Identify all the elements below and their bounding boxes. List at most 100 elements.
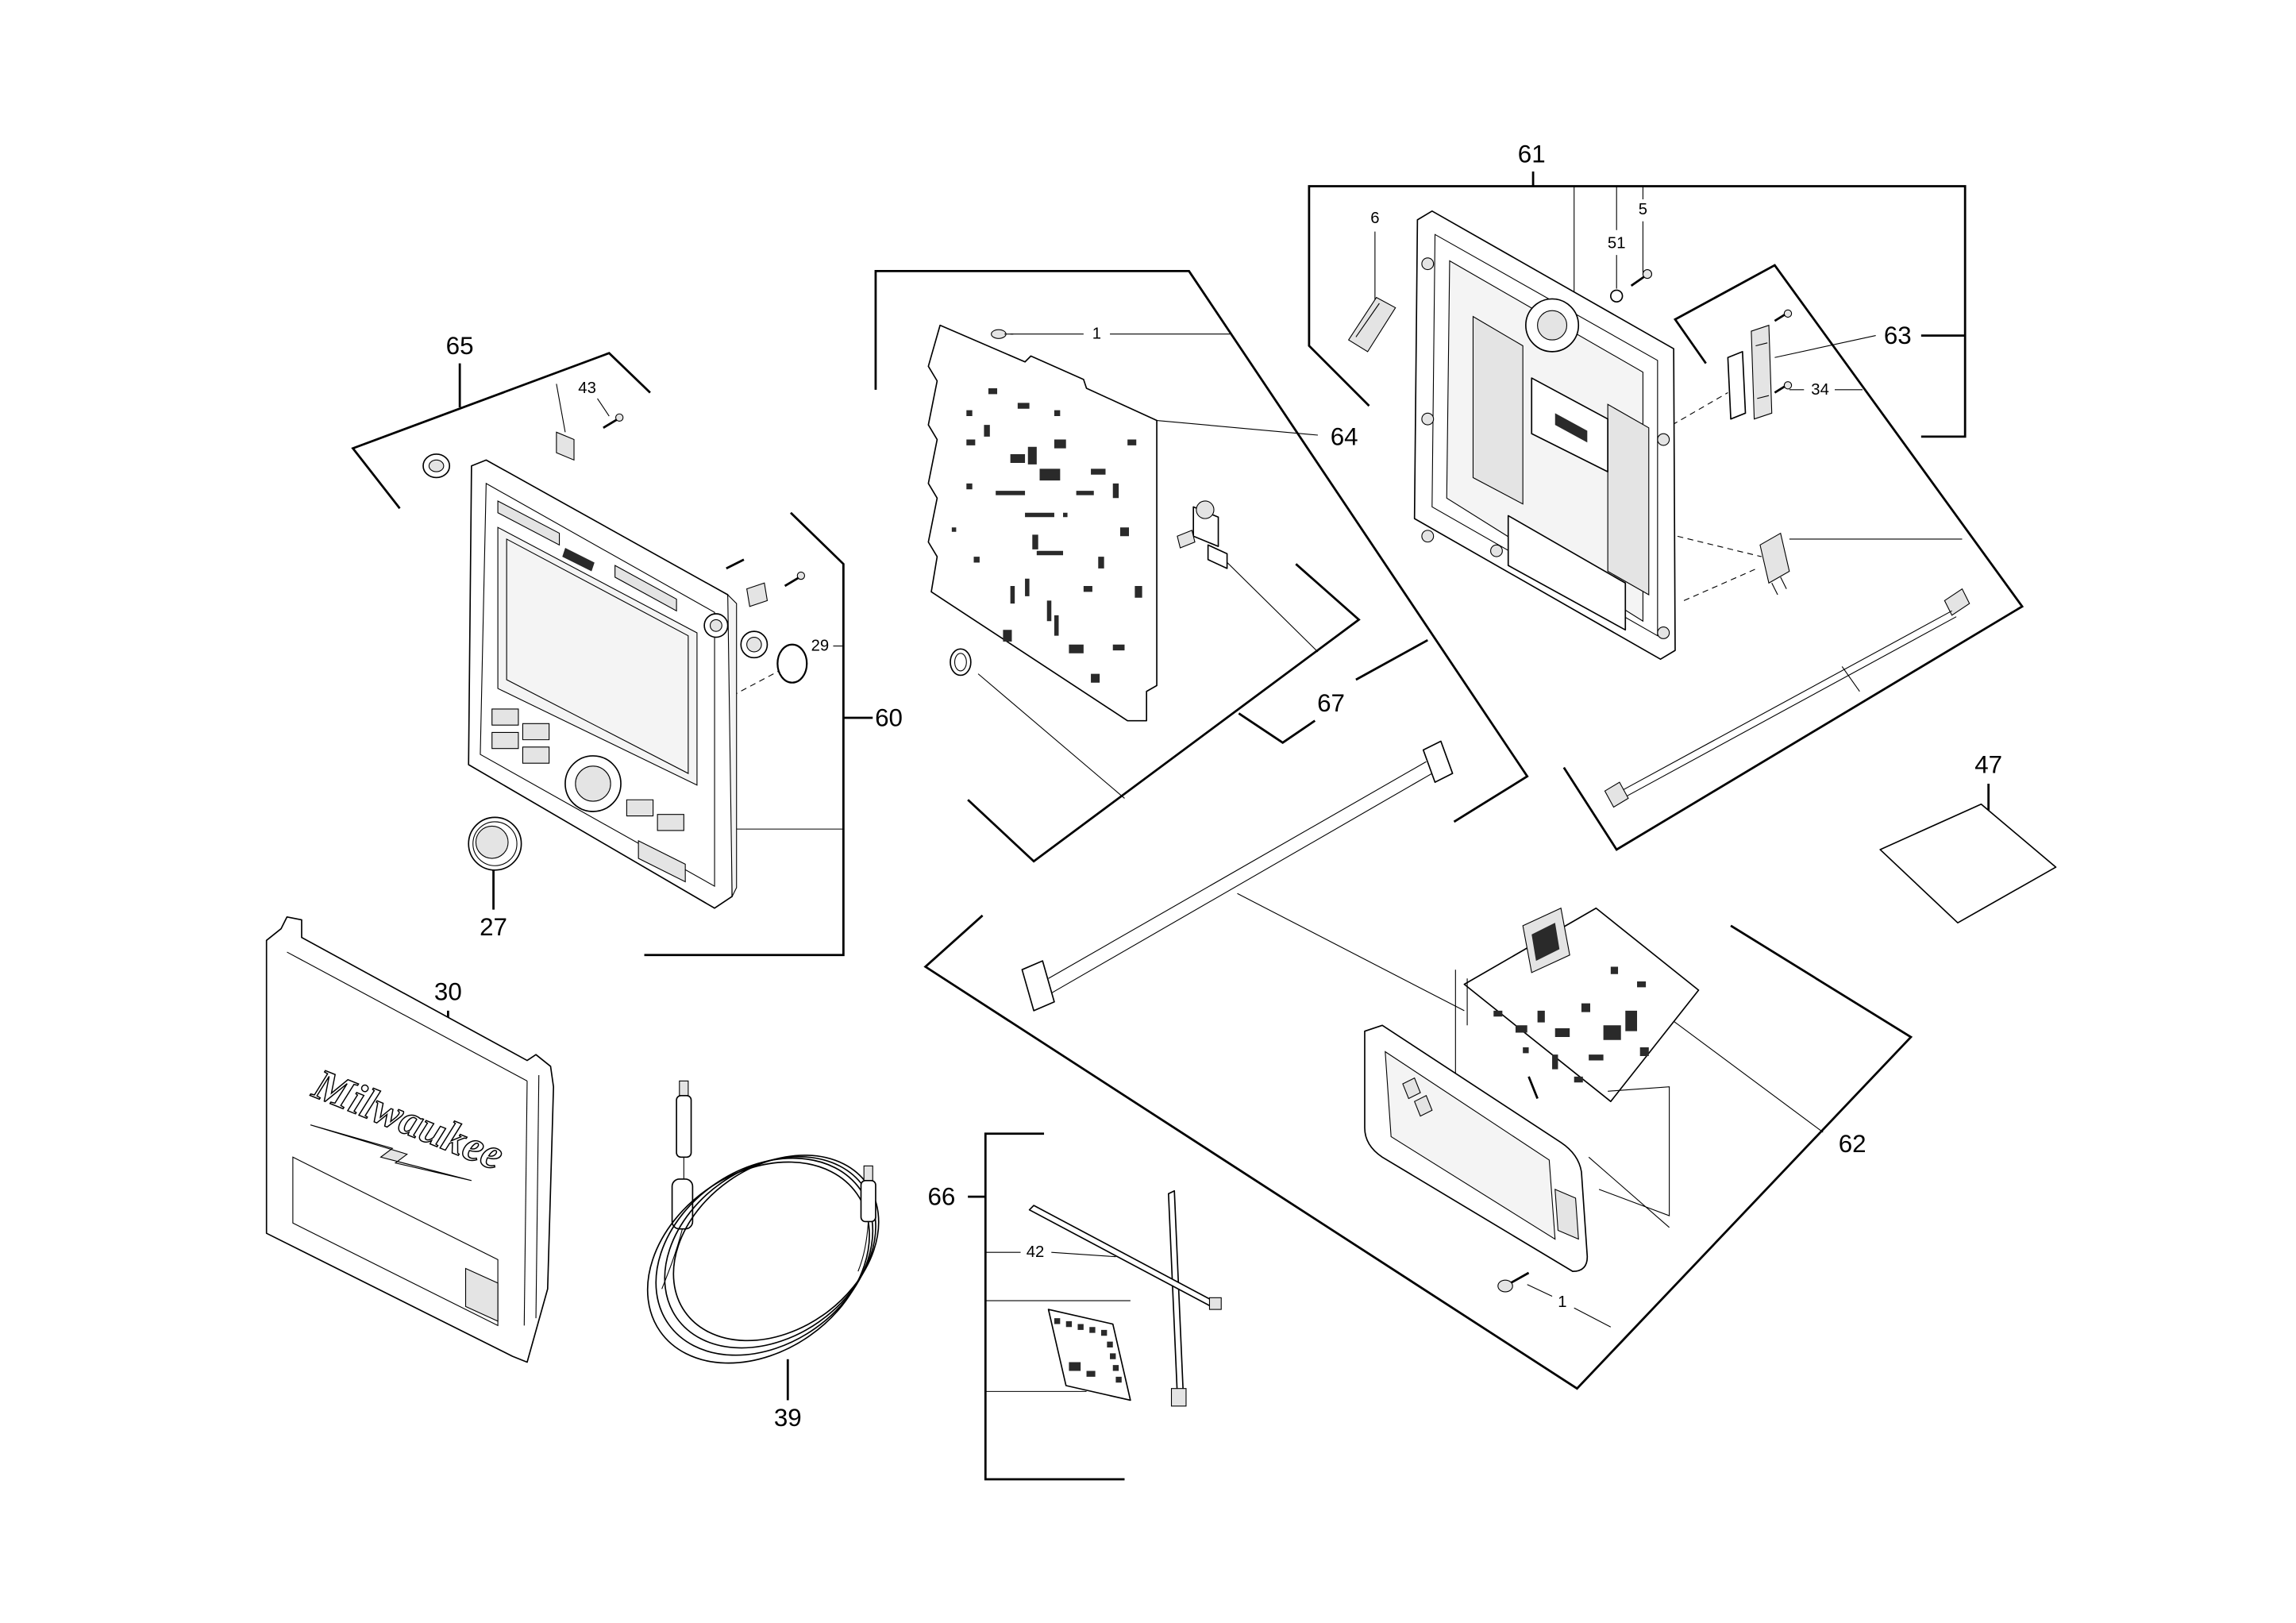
bracket-line — [874, 270, 1529, 823]
cover-body — [265, 916, 555, 1363]
leader-line — [1774, 335, 1876, 358]
top-stripe — [614, 565, 677, 612]
display-glass — [506, 538, 689, 774]
screw-head — [1642, 269, 1653, 279]
cover-window — [292, 1156, 499, 1327]
callout-34: 34 — [1811, 381, 1829, 399]
speaker-cone — [1537, 310, 1568, 341]
standoff — [746, 582, 769, 607]
callout-63: 63 — [1884, 322, 1912, 349]
screw-shank — [1630, 274, 1647, 287]
part-47-label — [1879, 803, 2057, 924]
part-63-latch-set — [1727, 309, 1793, 596]
part-62-usb-board — [1454, 907, 1700, 1228]
callout-61: 61 — [1518, 140, 1546, 168]
leader-line — [1051, 1251, 1116, 1258]
bracket-pin — [1780, 576, 1787, 589]
screw-head — [615, 413, 624, 422]
callout-47: 47 — [1974, 750, 2002, 778]
leader-line — [1574, 1307, 1612, 1328]
harness-wire — [1620, 610, 1952, 792]
right-button-cluster — [626, 799, 684, 831]
callout-1-top: 1 — [1092, 326, 1101, 343]
part-60-small-parts — [726, 558, 806, 659]
panel-side-face — [727, 593, 738, 897]
bracket-63 — [1508, 264, 2024, 851]
center-module-label — [1554, 413, 1588, 443]
plug-tip — [679, 1080, 689, 1097]
ring-inner — [953, 653, 967, 672]
tab-body — [1347, 296, 1396, 353]
grommet-hole — [746, 636, 762, 653]
mount-holes — [1421, 257, 1670, 639]
bracket-line — [1308, 185, 1967, 438]
left-button-cluster — [491, 708, 550, 764]
connector-pin — [726, 558, 745, 570]
part-64-ring — [950, 648, 972, 677]
bracket-line — [984, 1132, 1125, 1481]
leader-line — [556, 384, 566, 433]
part-1-screw-bottom — [1497, 1271, 1530, 1293]
latch-bracket — [1751, 324, 1773, 420]
bracket-line — [351, 352, 651, 510]
gasket-slot — [1402, 1077, 1421, 1100]
part-27-knob — [468, 816, 522, 871]
callout-27: 27 — [480, 913, 507, 941]
cover-tab — [464, 1267, 499, 1322]
connector — [1944, 588, 1970, 616]
leader-line — [1527, 1284, 1553, 1297]
panel-logo-mark — [562, 548, 595, 572]
cable-lead-out — [857, 1221, 869, 1272]
latch-slot — [1727, 351, 1747, 420]
callout-42: 42 — [1027, 1243, 1045, 1261]
encoder-leg — [1207, 544, 1228, 569]
connector — [1604, 781, 1629, 808]
plug-body — [860, 1179, 876, 1223]
wire-lead — [1588, 1156, 1670, 1228]
dashed-guide — [731, 670, 780, 696]
knob-face — [475, 825, 509, 859]
bracket-line — [1355, 638, 1428, 681]
bracket-pin — [1771, 583, 1778, 596]
logo-lightning-bolt — [310, 1124, 472, 1182]
screw-head — [1783, 381, 1793, 390]
battery-bay-right — [1607, 403, 1650, 596]
display-screen — [497, 526, 698, 786]
encoder-shaft — [1196, 500, 1215, 519]
part-5-screw — [1630, 269, 1653, 287]
bracket-65 — [351, 352, 651, 510]
cover-edge — [287, 951, 528, 1081]
harness-wire — [1625, 616, 1957, 798]
dashed-guide — [1672, 392, 1728, 426]
part-6-tab — [1347, 296, 1396, 353]
callout-29: 29 — [811, 638, 830, 655]
bracket-line — [967, 563, 1361, 863]
dashed-guide — [1683, 568, 1758, 601]
gasket-notch — [1554, 1188, 1579, 1240]
part-60-front-panel — [468, 459, 738, 909]
side-boss-hole — [709, 619, 722, 632]
brand-badge — [638, 839, 686, 883]
cable-tie-head — [1208, 1297, 1222, 1310]
gasket-slot — [1413, 1095, 1433, 1117]
bracket-line — [644, 511, 845, 957]
callout-1-bottom: 1 — [1558, 1293, 1566, 1311]
wire-lead — [1598, 1086, 1670, 1216]
callout-43: 43 — [578, 380, 596, 397]
screw-shank — [603, 418, 619, 429]
top-stripe — [497, 500, 561, 546]
battery-bay-left — [1472, 315, 1524, 505]
screw-head — [1497, 1279, 1513, 1293]
knob-cap-inner — [428, 459, 445, 472]
pcb-board — [927, 324, 1158, 722]
bracket-60 — [644, 511, 873, 957]
callout-30: 30 — [434, 977, 462, 1005]
bracket-line — [1562, 264, 2024, 851]
leader-line — [1841, 666, 1860, 692]
plug-body — [676, 1094, 692, 1158]
knob-grip — [472, 821, 518, 866]
panel-inner-frame — [480, 482, 715, 888]
leader-line — [1237, 892, 1465, 1012]
leader-line — [1157, 419, 1318, 436]
